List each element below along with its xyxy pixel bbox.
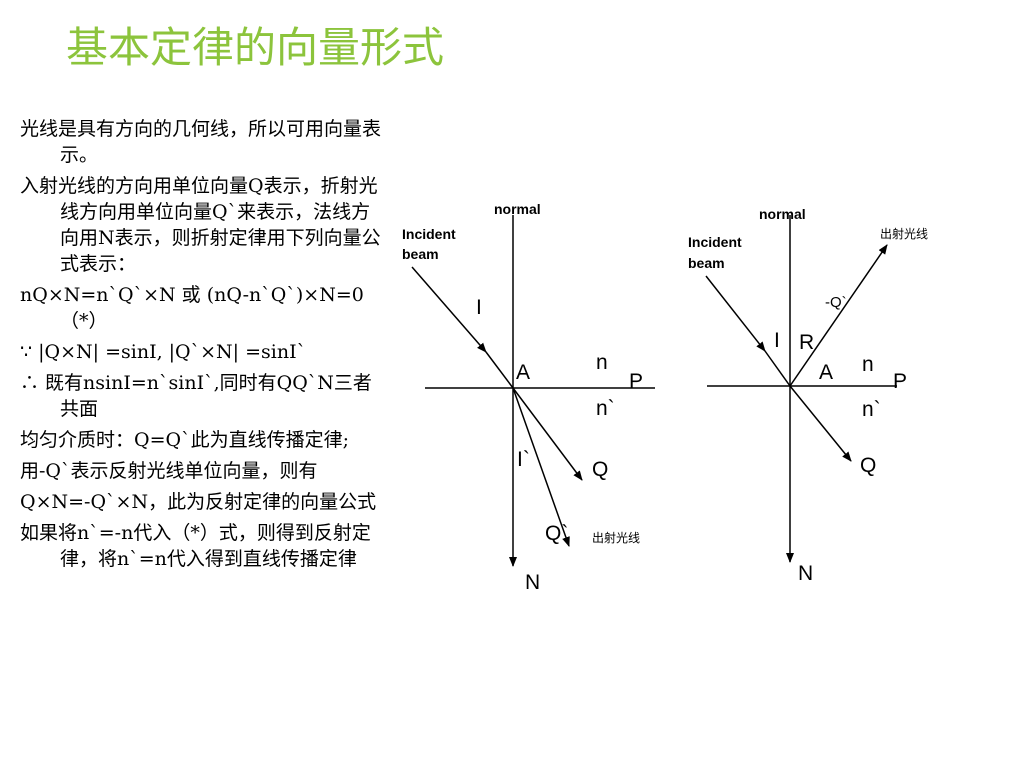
right-point-p-label: P (893, 370, 908, 393)
right-neg-q-prime-label: -Q` (825, 294, 847, 311)
paragraph-6: 均匀介质时：Q=Q`此为直线传播定律; (20, 429, 349, 451)
left-incident-ray-segment (485, 351, 514, 389)
right-vector-q-label: Q (860, 454, 877, 477)
left-vector-q-label: Q (592, 458, 609, 481)
right-incident-ray-segment (764, 350, 791, 387)
right-incident-label: Incident (688, 234, 742, 250)
left-incident-ray (411, 266, 487, 353)
paragraph-5: ∴ 既有nsinI=n`sinI`,同时有QQ`N三者共面 (20, 372, 372, 420)
left-point-a-label: A (516, 361, 531, 384)
right-exit-ray-label: 出射光线 (880, 227, 929, 241)
right-normal-n-label: N (798, 562, 814, 585)
body-text: 光线是具有方向的几何线，所以可用向量表示。 入射光线的方向用单位向量Q表示，折射… (20, 116, 408, 577)
left-refracted-ray (512, 387, 583, 481)
left-normal-n-label: N (525, 571, 541, 594)
left-beam-label: beam (402, 246, 439, 262)
left-normal-label: normal (494, 201, 541, 217)
right-incident-ray (705, 275, 766, 352)
right-index-n-prime-label: n` (862, 398, 881, 421)
right-angle-r-label: R (799, 331, 815, 354)
right-angle-i-label: I (774, 329, 780, 352)
paragraph-8: Q×N=-Q`×N，此为反射定律的向量公式 (20, 491, 377, 513)
paragraph-2: 入射光线的方向用单位向量Q表示，折射光线方向用单位向量Q`来表示，法线方向用N表… (20, 175, 381, 275)
slide-title: 基本定律的向量形式 (66, 23, 445, 72)
left-point-p-label: P (629, 370, 644, 393)
left-index-n-prime-label: n` (596, 397, 615, 420)
left-vector-q-prime-label: Q` (545, 522, 569, 545)
right-index-n-label: n (862, 353, 874, 376)
paragraph-9: 如果将n`=-n代入（*）式，则得到反射定律，将n`=n代入得到直线传播定律 (20, 522, 371, 570)
left-incident-label: Incident (402, 226, 456, 242)
left-index-n-label: n (596, 351, 608, 374)
right-beam-label: beam (688, 255, 725, 271)
paragraph-7: 用-Q`表示反射光线单位向量，则有 (20, 460, 318, 482)
right-normal-label: normal (759, 206, 806, 222)
right-continued-ray (789, 385, 852, 462)
diagram-left (411, 215, 655, 567)
paragraph-1: 光线是具有方向的几何线，所以可用向量表示。 (20, 118, 382, 166)
left-angle-i-prime-label: I` (517, 448, 530, 471)
left-angle-i-label: I (476, 296, 482, 319)
paragraph-4: ∵ |Q×N| =sinI, |Q`×N| =sinI` (20, 341, 307, 363)
left-exit-ray-label: 出射光线 (592, 531, 641, 545)
right-point-a-label: A (819, 361, 834, 384)
left-reflected-ray (512, 387, 570, 547)
right-reflected-ray (789, 244, 888, 387)
diagram-right (705, 215, 897, 563)
